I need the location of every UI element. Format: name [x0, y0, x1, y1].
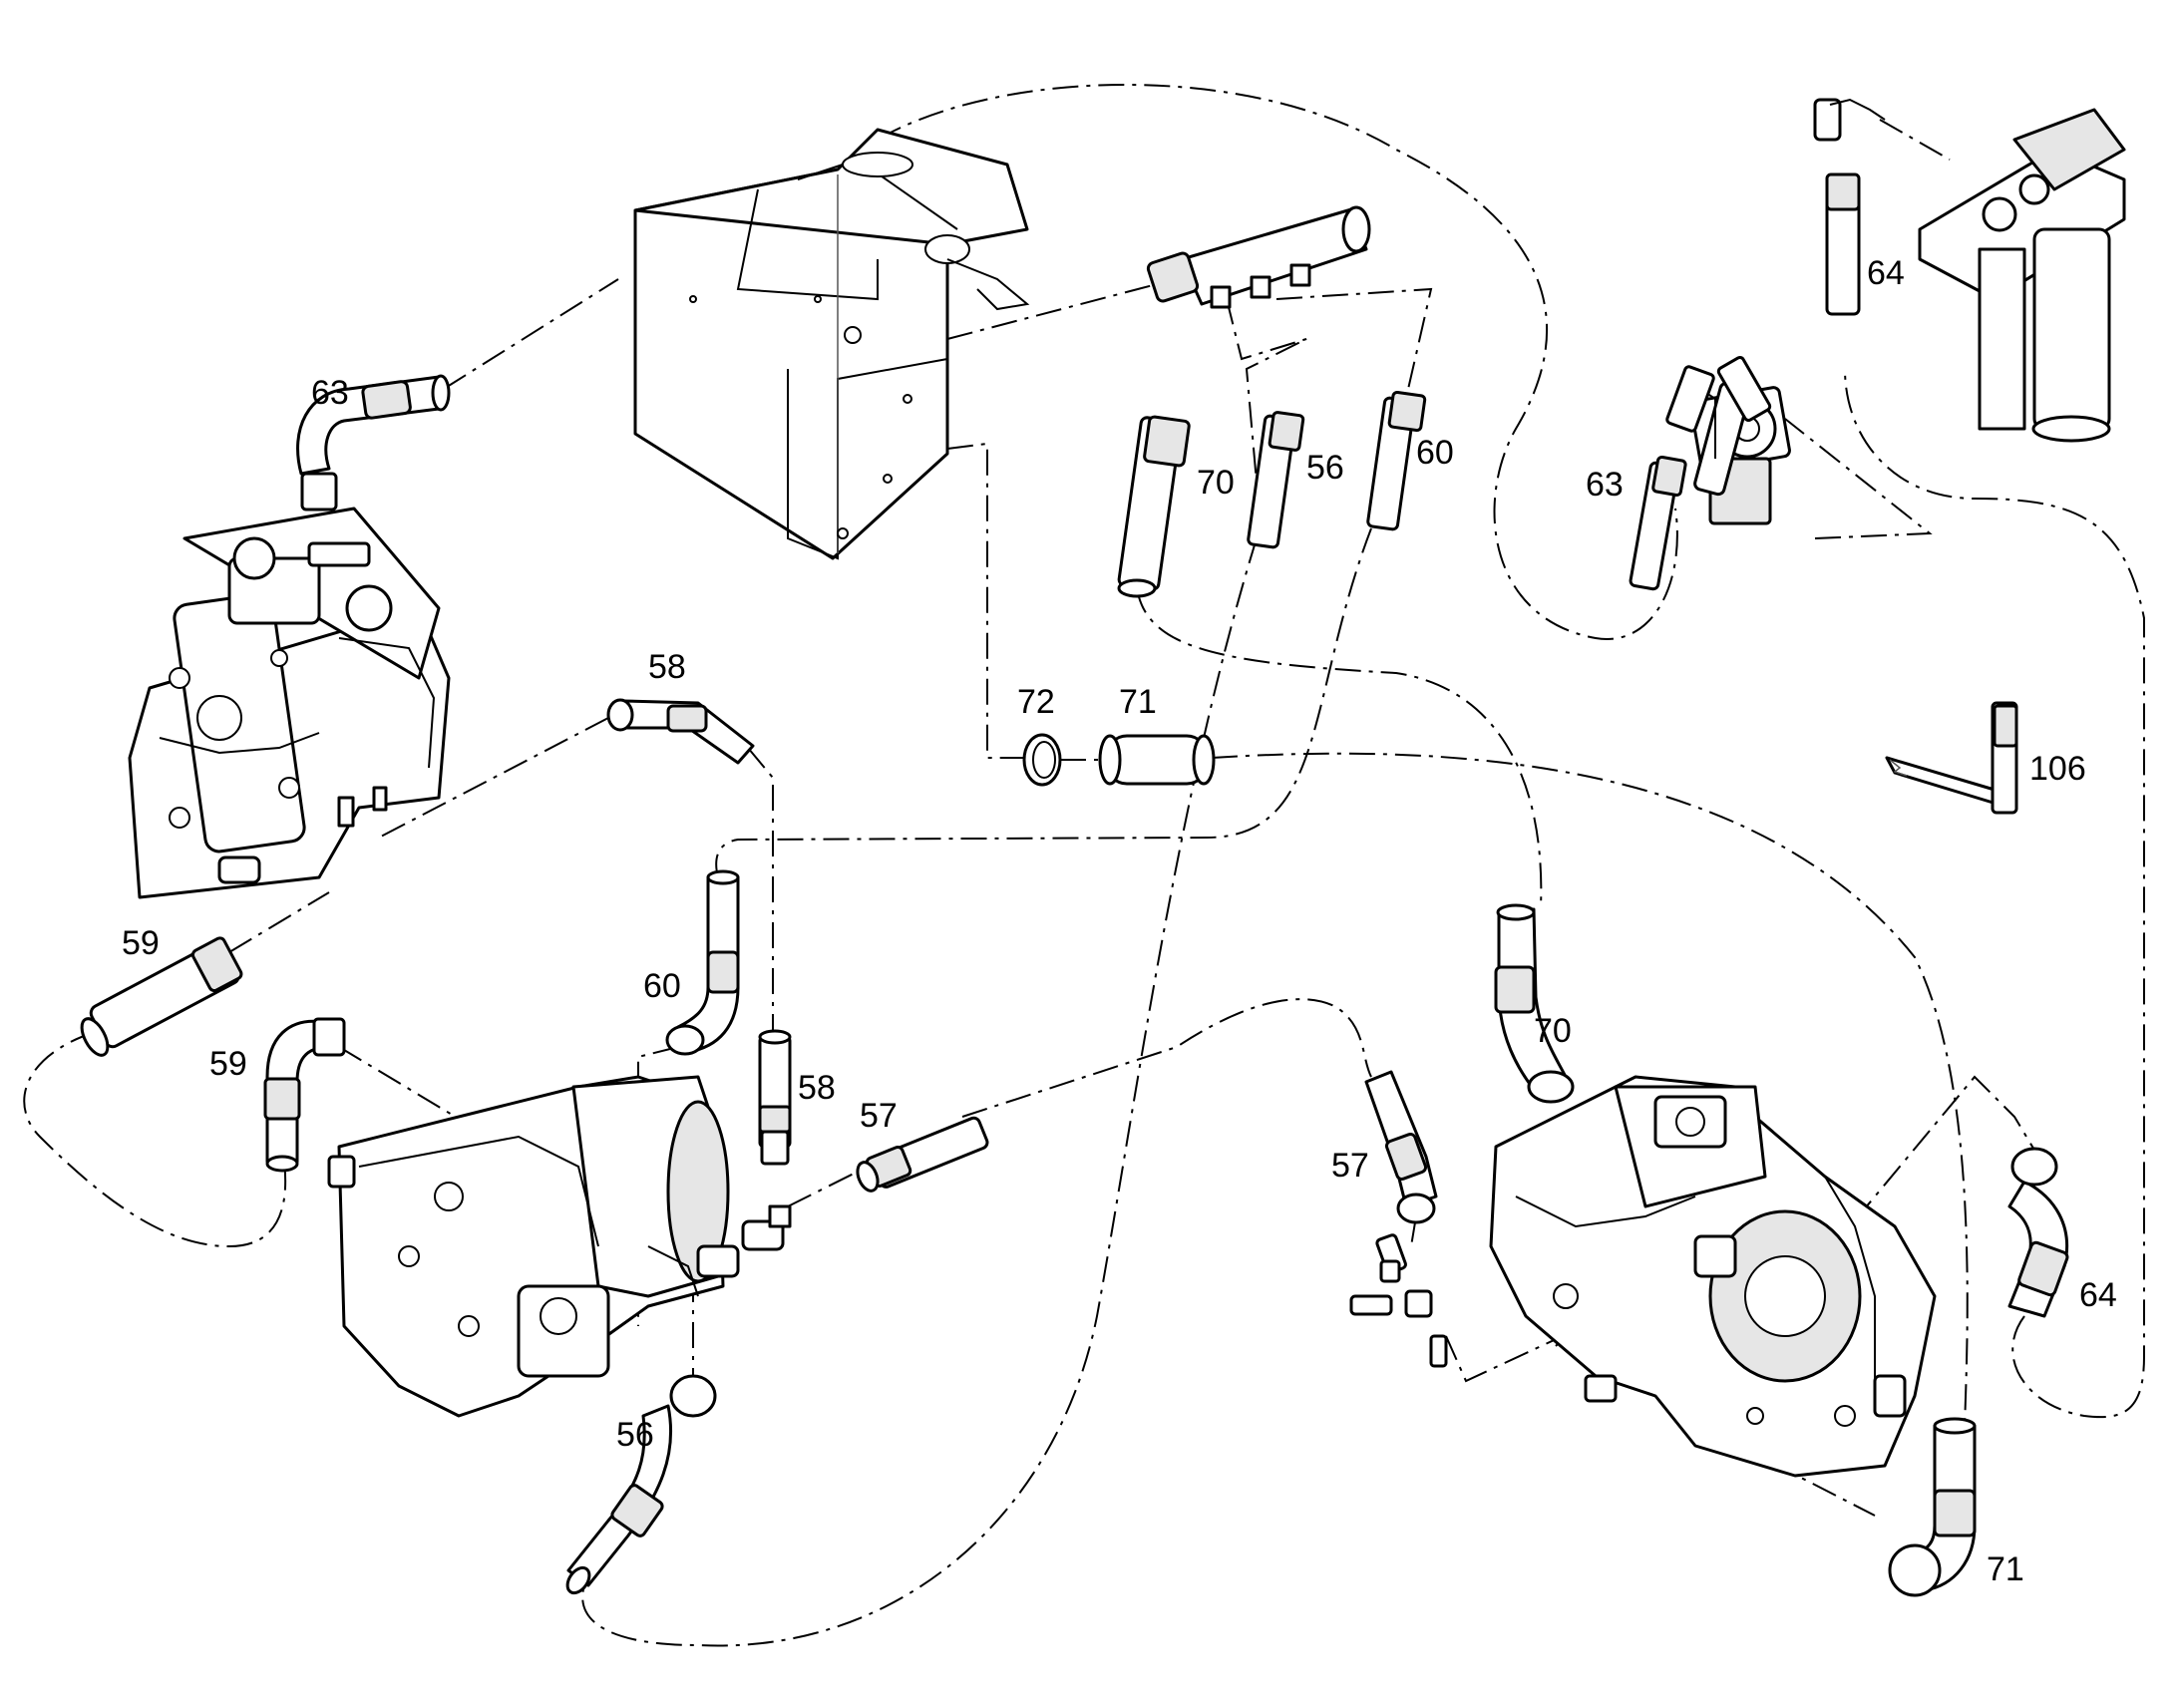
fittings-cluster [1349, 1233, 1448, 1368]
callout-71-short: 71 [1119, 683, 1157, 721]
hose-59-upper [80, 936, 243, 1057]
callout-labels: 63 58 59 59 60 58 57 56 72 71 70 56 60 6… [122, 254, 2117, 1588]
leader-manifold-to-60 [1275, 287, 1433, 529]
hose-56-upper [1247, 411, 1305, 549]
leader-tank-to-manifold [946, 283, 1158, 340]
callout-64-upper: 64 [1867, 254, 1905, 292]
hose-63-upper-left [296, 374, 451, 512]
hose-70-upper [1117, 415, 1191, 598]
hose-63-right [1629, 455, 1687, 591]
callout-58-upper: 58 [648, 648, 686, 686]
leader-57-arc [961, 998, 1372, 1118]
leader-tank-loop [877, 84, 1678, 640]
leader-59-loop [23, 1031, 287, 1248]
callout-63-right: 63 [1586, 466, 1624, 504]
callout-60-lower: 60 [643, 967, 681, 1005]
callout-70-lower: 70 [1534, 1012, 1572, 1050]
leader-pump-to-64 [1824, 1075, 2045, 1257]
callout-59-upper: 59 [122, 924, 160, 962]
leader-64-to-filter [1879, 119, 1951, 161]
callout-58-lower: 58 [798, 1069, 836, 1107]
leader-tank-to-72 [946, 442, 1027, 759]
hose-71-short [1098, 734, 1216, 786]
callout-56-lower: 56 [616, 1416, 654, 1454]
callout-63-upper-left: 63 [311, 374, 349, 412]
return-filter-assembly [1813, 98, 2126, 443]
callout-64-lower: 64 [2079, 1276, 2117, 1314]
hose-57-lower-left [856, 1116, 989, 1193]
leader-58-to-motor1 [378, 717, 609, 839]
callout-70-upper: 70 [1197, 464, 1235, 502]
leader-57-to-motor2 [787, 1166, 869, 1207]
leader-58-down [747, 747, 774, 1037]
hose-57-right [1364, 1070, 1438, 1224]
hose-bracket [1885, 701, 2018, 815]
hose-60-lower [665, 869, 740, 1056]
callout-60-upper: 60 [1416, 434, 1454, 472]
callout-106: 106 [2029, 750, 2086, 788]
hydraulic-pump-lower-right [1489, 1075, 1937, 1478]
hose-71-lower [1888, 1417, 1977, 1597]
leader-70-top-loop [1136, 587, 1543, 908]
callout-71-lower: 71 [1987, 1550, 2024, 1588]
hose-64-upper [1825, 172, 1861, 316]
distribution-manifold [1146, 205, 1371, 309]
callout-57-right: 57 [1331, 1147, 1369, 1185]
leader-manifold-zigzag [1226, 298, 1307, 539]
leader-71-to-right [1211, 752, 1969, 1427]
pressure-valve-assembly [1665, 355, 1791, 525]
hose-60-upper [1366, 390, 1427, 531]
callout-57-lower-left: 57 [860, 1097, 898, 1135]
leader-56-long [581, 537, 1258, 1647]
leader-60-long [715, 527, 1372, 878]
hydraulic-pump-upper-left [128, 507, 451, 899]
hose-59-lower [263, 1017, 346, 1173]
leader-64-loop [1844, 368, 2145, 1419]
clamp-72 [1022, 733, 1062, 787]
hose-56-lower [565, 1374, 717, 1595]
hose-64-lower [2007, 1147, 2069, 1318]
callout-72: 72 [1017, 683, 1055, 721]
callout-59-lower: 59 [209, 1045, 247, 1083]
leader-63-to-tank [443, 278, 619, 390]
hose-70-lower [1494, 903, 1575, 1104]
hydraulic-motor-lower-left [327, 1075, 792, 1418]
hydraulic-tank [633, 128, 1030, 560]
leader-59-to-motor1 [228, 891, 330, 953]
leader-filter-to-valve [1784, 418, 1933, 539]
hose-58-lower [758, 1029, 792, 1166]
hose-58-upper [606, 698, 755, 765]
callout-56-upper: 56 [1306, 449, 1344, 487]
